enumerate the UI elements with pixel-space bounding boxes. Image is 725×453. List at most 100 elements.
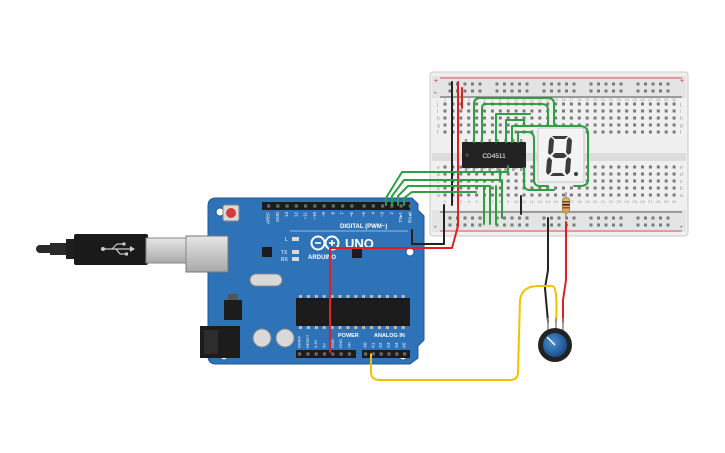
- digital-pin[interactable]: [294, 204, 298, 208]
- digital-pin[interactable]: [381, 204, 385, 208]
- digital-header-pins: [267, 204, 412, 208]
- rail-hole: [557, 223, 561, 227]
- cd4511-decoder-chip[interactable]: CD4511: [462, 139, 526, 171]
- digital-pin[interactable]: [285, 204, 289, 208]
- segment-e: [546, 157, 552, 175]
- digital-pin[interactable]: [350, 204, 354, 208]
- breadboard-hole: [585, 102, 589, 106]
- breadboard-hole: [514, 193, 518, 197]
- led-tx-label: TX: [281, 250, 288, 256]
- row-letter: g: [437, 123, 440, 129]
- breadboard-hole: [648, 165, 652, 169]
- breadboard-hole: [633, 123, 637, 127]
- crystal-oscillator: [249, 273, 283, 287]
- wire-analog-a0: [370, 285, 558, 381]
- breadboard-hole: [601, 172, 605, 176]
- segment-a: [552, 136, 568, 139]
- rail-hole: [619, 82, 623, 86]
- mcu-pin: [346, 295, 350, 298]
- rail-hole: [495, 89, 499, 93]
- usb-plug-icon[interactable]: [36, 234, 187, 265]
- rail-hole: [666, 89, 670, 93]
- digital-pin[interactable]: [408, 204, 412, 208]
- breadboard-hole: [648, 172, 652, 176]
- analog-header: [362, 350, 410, 358]
- breadboard-hole: [514, 109, 518, 113]
- power-pin[interactable]: [306, 352, 310, 356]
- mounting-hole: [405, 247, 415, 257]
- digital-pin[interactable]: [331, 204, 335, 208]
- digital-pin[interactable]: [362, 204, 366, 208]
- breadboard-hole: [672, 109, 676, 113]
- seven-segment-display[interactable]: [537, 127, 585, 183]
- analog-pin[interactable]: [387, 352, 391, 356]
- bottom-power-rail: [432, 210, 686, 232]
- digital-pin[interactable]: [313, 204, 317, 208]
- digital-pin[interactable]: [267, 204, 271, 208]
- analog-pin[interactable]: [364, 352, 368, 356]
- rail-hole: [478, 82, 482, 86]
- wire-seg-e: [511, 125, 589, 187]
- breadboard-hole: [617, 123, 621, 127]
- breadboard-hole: [459, 123, 463, 127]
- breadboard-hole: [522, 109, 526, 113]
- mcu-pin: [299, 295, 302, 298]
- breadboard-hole: [601, 130, 605, 134]
- breadboard-hole: [498, 130, 502, 134]
- breadboard-hole: [498, 109, 502, 113]
- breadboard-hole: [546, 102, 550, 106]
- rail-hole: [510, 89, 514, 93]
- breadboard-hole: [459, 165, 463, 169]
- rail-hole: [448, 89, 452, 93]
- power-pin[interactable]: [322, 352, 327, 356]
- digital-pin[interactable]: [341, 204, 345, 208]
- breadboard-hole: [514, 179, 518, 183]
- usb-port: [185, 235, 229, 273]
- segment-d: [550, 173, 565, 176]
- digital-pin[interactable]: [371, 204, 375, 208]
- power-pin[interactable]: [298, 352, 302, 356]
- breadboard-hole: [625, 179, 629, 183]
- breadboard-hole: [577, 193, 581, 197]
- digital-pin[interactable]: [304, 204, 308, 208]
- digital-pin-label: GND: [275, 211, 280, 222]
- row-letter: a: [680, 193, 683, 199]
- analog-pin[interactable]: [379, 352, 383, 356]
- breadboard-hole: [664, 172, 668, 176]
- breadboard-hole: [585, 116, 589, 120]
- rail-hole: [597, 89, 600, 93]
- wire-seg-c: [495, 113, 531, 143]
- rail-hole: [612, 82, 615, 86]
- breadboard-hole: [585, 109, 589, 113]
- rail-hole: [651, 216, 655, 220]
- breadboard-hole: [490, 109, 494, 113]
- digital-pin[interactable]: [276, 204, 280, 208]
- reset-button-cap[interactable]: [226, 208, 236, 218]
- power-pin[interactable]: [339, 352, 343, 356]
- bottom-header-pins: [298, 352, 407, 356]
- digital-pin[interactable]: [390, 204, 394, 208]
- resistor-icon[interactable]: [562, 192, 570, 218]
- column-number: 9: [507, 97, 510, 102]
- rail-hole: [604, 223, 608, 227]
- breadboard-hole: [514, 172, 518, 176]
- power-pin[interactable]: [331, 352, 335, 356]
- analog-pin[interactable]: [395, 352, 399, 356]
- breadboard-hole: [656, 179, 660, 183]
- row-letter: j: [679, 102, 681, 108]
- analog-pin[interactable]: [403, 352, 407, 356]
- analog-pin-label: A4: [394, 342, 399, 348]
- digital-pin[interactable]: [322, 204, 326, 208]
- mcu-pin: [322, 326, 326, 329]
- potentiometer-icon[interactable]: [538, 318, 572, 362]
- power-pin[interactable]: [347, 352, 351, 356]
- breadboard-hole: [625, 116, 629, 120]
- analog-pin[interactable]: [371, 352, 375, 356]
- mcu-pin: [393, 326, 397, 329]
- power-pin[interactable]: [314, 352, 318, 356]
- column-number: 24: [624, 199, 629, 204]
- rail-hole: [510, 216, 514, 220]
- digital-pin[interactable]: [399, 204, 403, 208]
